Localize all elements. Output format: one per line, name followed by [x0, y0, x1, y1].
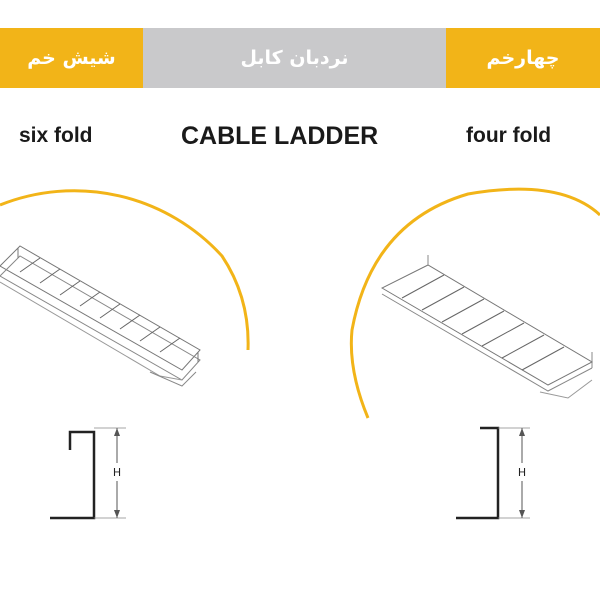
four-fold-section-profile — [456, 426, 530, 520]
six-fold-section-profile — [50, 427, 126, 520]
six-fold-label: six fold — [19, 124, 93, 147]
header-title-fa: نردبان کابل — [143, 28, 446, 88]
left-accent-arc — [0, 189, 250, 351]
right-accent-arc — [349, 187, 600, 419]
four-fold-label: four fold — [466, 124, 552, 147]
six-fold-dimension-h: H — [113, 466, 121, 479]
six-fold-ladder — [0, 245, 201, 387]
four-fold-dimension-h: H — [518, 466, 526, 479]
header-four-fold-fa: چهارخم — [446, 28, 600, 88]
page-title: CABLE LADDER — [181, 122, 379, 150]
header-six-fold-fa: شیش خم — [0, 28, 143, 88]
header-bar: شیش خم نردبان کابل چهارخم — [0, 28, 600, 88]
four-fold-ladder — [380, 255, 594, 399]
